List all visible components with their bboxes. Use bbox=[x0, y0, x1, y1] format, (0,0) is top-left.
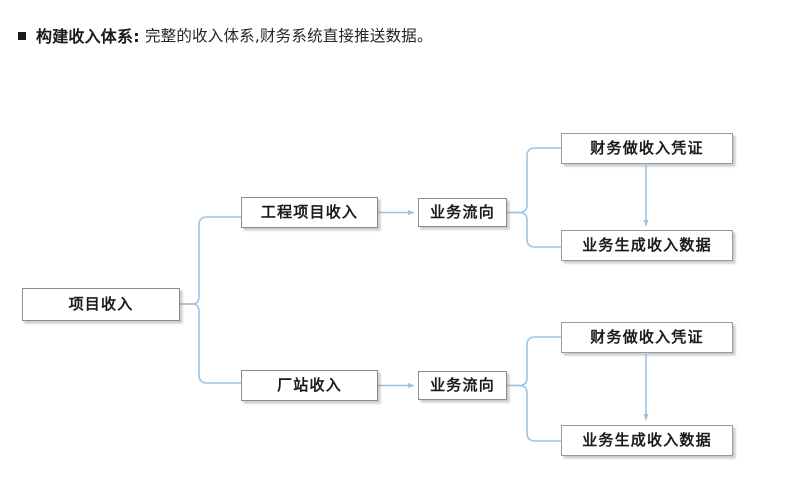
node-branch-bottom-flow[interactable]: 业务流向 bbox=[418, 371, 507, 400]
node-bottom-output-2-label: 业务生成收入数据 bbox=[582, 431, 712, 449]
connector-top-flow-split-upper bbox=[507, 147, 561, 214]
node-bottom-output-1[interactable]: 财务做收入凭证 bbox=[561, 322, 733, 353]
connector-root-split bbox=[180, 216, 241, 305]
node-branch-top-source[interactable]: 工程项目收入 bbox=[241, 197, 378, 228]
node-branch-top-source-label: 工程项目收入 bbox=[260, 203, 359, 221]
node-branch-bottom-flow-label: 业务流向 bbox=[430, 376, 495, 394]
node-branch-bottom-source-label: 厂站收入 bbox=[277, 376, 342, 394]
node-branch-bottom-source[interactable]: 厂站收入 bbox=[241, 370, 378, 401]
node-root[interactable]: 项目收入 bbox=[22, 288, 180, 321]
node-bottom-output-1-label: 财务做收入凭证 bbox=[590, 328, 704, 346]
node-root-label: 项目收入 bbox=[68, 295, 134, 313]
header-strong-text: 构建收入体系: bbox=[36, 27, 140, 46]
connector-top-flow-split-lower bbox=[507, 211, 561, 248]
node-top-output-2[interactable]: 业务生成收入数据 bbox=[561, 230, 733, 261]
node-branch-top-flow-label: 业务流向 bbox=[430, 203, 495, 221]
node-bottom-output-2[interactable]: 业务生成收入数据 bbox=[561, 425, 733, 456]
node-branch-top-flow[interactable]: 业务流向 bbox=[418, 198, 507, 227]
square-bullet-icon bbox=[18, 31, 26, 40]
header-rest-text: 完整的收入体系,财务系统直接推送数据。 bbox=[139, 27, 433, 45]
node-top-output-2-label: 业务生成收入数据 bbox=[582, 236, 712, 254]
header-bullet-line: 构建收入体系: 完整的收入体系,财务系统直接推送数据。 bbox=[18, 22, 778, 48]
connector-root-split-lower bbox=[180, 303, 241, 384]
node-top-output-1-label: 财务做收入凭证 bbox=[590, 139, 704, 157]
connector-bottom-flow-split-lower bbox=[507, 384, 561, 442]
connector-bottom-flow-split-upper bbox=[507, 336, 561, 387]
node-top-output-1[interactable]: 财务做收入凭证 bbox=[561, 133, 733, 164]
